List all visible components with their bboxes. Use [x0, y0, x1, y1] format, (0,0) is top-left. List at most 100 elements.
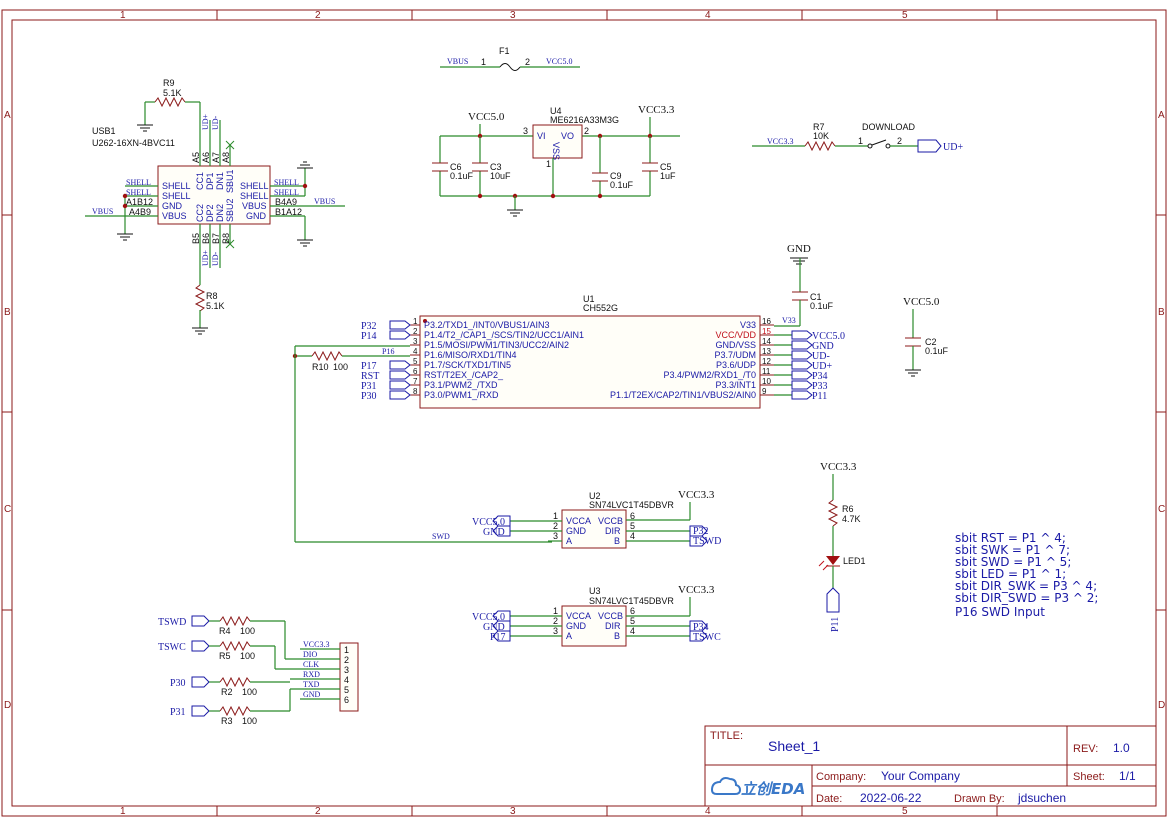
pin-number: 2 — [344, 655, 349, 665]
pin-label: VCCB — [598, 516, 623, 526]
header-net: DIO — [303, 650, 317, 659]
mcu-u1[interactable]: U1 CH552G — [419, 294, 761, 409]
decoupling-caps[interactable]: GND C1 0.1uF VCC5.0 C2 0.1uF — [774, 243, 949, 377]
pin-number: 8 — [413, 387, 418, 396]
cap-value: 1uF — [660, 171, 676, 181]
usb-net-shell: SHELL — [274, 188, 299, 197]
r6-value: 4.7K — [842, 514, 861, 524]
pin-label: VO — [561, 131, 574, 141]
ground-icon — [117, 233, 133, 241]
mcu-pin-label: P3.7/UDM — [714, 350, 756, 360]
header-net: VCC3.3 — [303, 640, 329, 649]
cap-ref: C6 — [450, 162, 462, 172]
pin-number: 1 — [344, 645, 349, 655]
u4-ref: U4 — [550, 106, 562, 116]
header-net: RXD — [303, 670, 320, 679]
col-label: 4 — [705, 806, 711, 817]
pin-label: VCCA — [566, 611, 591, 621]
pin-number: 5 — [413, 357, 418, 366]
cap-ref: C3 — [490, 162, 502, 172]
pin-number: B1A12 — [275, 207, 302, 217]
pin-number: 5 — [630, 616, 635, 626]
r9-value: 5.1K — [163, 88, 182, 98]
port-label: P30 — [361, 391, 377, 402]
usb-ref: USB1 — [92, 126, 116, 136]
pin-number: 12 — [762, 357, 771, 366]
power-label-gnd: GND — [787, 243, 811, 255]
download-switch[interactable]: VCC3.3 R7 10K DOWNLOAD 1 2 UD+ — [752, 122, 963, 153]
col-label: 5 — [902, 806, 908, 817]
pin-number: 1 — [481, 57, 486, 67]
ground-icon — [192, 327, 208, 335]
net-label-vcc5: VCC5.0 — [546, 57, 572, 66]
status-led[interactable]: VCC3.3 R6 4.7K LED1 P11 — [818, 461, 866, 632]
pin-number: 3 — [413, 337, 418, 346]
power-label-vcc33: VCC3.3 — [678, 584, 715, 596]
resistor-value: 100 — [240, 651, 255, 661]
pin-number: 2 — [553, 616, 558, 626]
mcu-pin-label: P1.7/SCK/TXD1/TIN5 — [424, 360, 511, 370]
port-label: P33 — [812, 381, 828, 392]
u3-part: SN74LVC1T45DBVR — [589, 596, 674, 606]
net-label-vcc33: VCC3.3 — [767, 137, 793, 146]
pin-number: 1 — [546, 159, 551, 169]
pin-number: 2 — [897, 136, 902, 146]
port-label: P32 — [693, 526, 709, 537]
u3-ref: U3 — [589, 586, 601, 596]
cap-value: 0.1uF — [450, 171, 474, 181]
col-label: 2 — [315, 10, 321, 21]
led-ref: LED1 — [843, 556, 866, 566]
resistor-value: 100 — [242, 716, 257, 726]
port-label: TSWC — [158, 642, 186, 653]
port-label: VCC5.0 — [472, 517, 505, 528]
r10-ref: R10 — [312, 362, 329, 372]
note-line: sbit SWD = P1 ^ 5; — [955, 555, 1071, 569]
level-shifter-u3[interactable]: U3 SN74LVC1T45DBVR VCC3.3 1 2 3 VCCA GND… — [472, 584, 721, 647]
resistor-ref: R2 — [221, 687, 233, 697]
debug-header[interactable]: TSWD TSWC P30 P31 R4 100 R5 100 R2 100 R… — [158, 615, 359, 726]
sheet-frame: 1 2 3 4 5 1 2 3 4 5 A B C D A B C D — [1, 9, 1167, 817]
usb-connector[interactable]: USB1 U262-16XN-4BVC11 R9 5.1K UD+ UD- A5… — [85, 78, 345, 335]
pin-number: 3 — [553, 531, 558, 541]
u2-ref: U2 — [589, 491, 601, 501]
mcu-pin-label: P3.2/TXD1_/INT0/VBUS1/AIN3 — [424, 320, 550, 330]
port-label: TSWD — [158, 617, 186, 628]
drawn-by-value: jdsuchen — [1017, 791, 1066, 805]
pin-label: DIR — [605, 526, 621, 536]
date-value: 2022-06-22 — [860, 791, 922, 805]
row-label: A — [1158, 110, 1165, 121]
eda-logo-text: 立创EDA — [741, 780, 805, 798]
col-label: 2 — [315, 806, 321, 817]
pin-number: 3 — [553, 626, 558, 636]
mcu-pin-label: P1.6/MISO/RXD1/TIN4 — [424, 350, 517, 360]
mcu-pin-label: P3.3/INT1 — [715, 380, 756, 390]
u4-part: ME6216A33M3G — [550, 115, 619, 125]
sheet-title: Sheet_1 — [768, 738, 820, 754]
pin-label: DN2 — [215, 204, 225, 222]
mcu-pin-label: P3.0/PWM1_/RXD — [424, 390, 499, 400]
level-shifter-u2[interactable]: U2 SN74LVC1T45DBVR VCC3.3 1 2 3 VCCA GND… — [472, 489, 721, 549]
pin-number: 11 — [762, 367, 771, 376]
pin-label: SHELL — [240, 181, 269, 191]
code-notes: sbit RST = P1 ^ 4; sbit SWK = P1 ^ 7; sb… — [955, 531, 1098, 619]
regulator-u4[interactable]: VCC5.0 VCC3.3 U4 ME6216A33M3G VI VO VSS … — [432, 104, 680, 217]
r8-ref: R8 — [206, 291, 218, 301]
mcu-pin-label: P3.6/UDP — [716, 360, 756, 370]
mcu-pin-label: V33 — [740, 320, 756, 330]
pin-label: DP1 — [205, 172, 215, 190]
header-net: GND — [303, 690, 321, 699]
port-label: RST — [361, 371, 379, 382]
port-label: GND — [483, 622, 505, 633]
r10-swd-route[interactable]: R10 100 P16 SWD — [292, 345, 552, 543]
title-label: TITLE: — [710, 730, 743, 742]
row-label: B — [1158, 307, 1165, 318]
mcu-pin-label: GND/VSS — [715, 340, 756, 350]
pin-number: 7 — [413, 377, 418, 386]
net-label-p16: P16 — [382, 347, 394, 356]
resistor-ref: R5 — [219, 651, 231, 661]
pin-number: 2 — [584, 126, 589, 136]
pin-label: SBU1 — [225, 169, 235, 193]
fuse-f1[interactable]: VBUS VCC5.0 F1 1 2 — [440, 46, 580, 71]
port-label: P11 — [812, 391, 827, 402]
port-label: UD- — [812, 351, 830, 362]
